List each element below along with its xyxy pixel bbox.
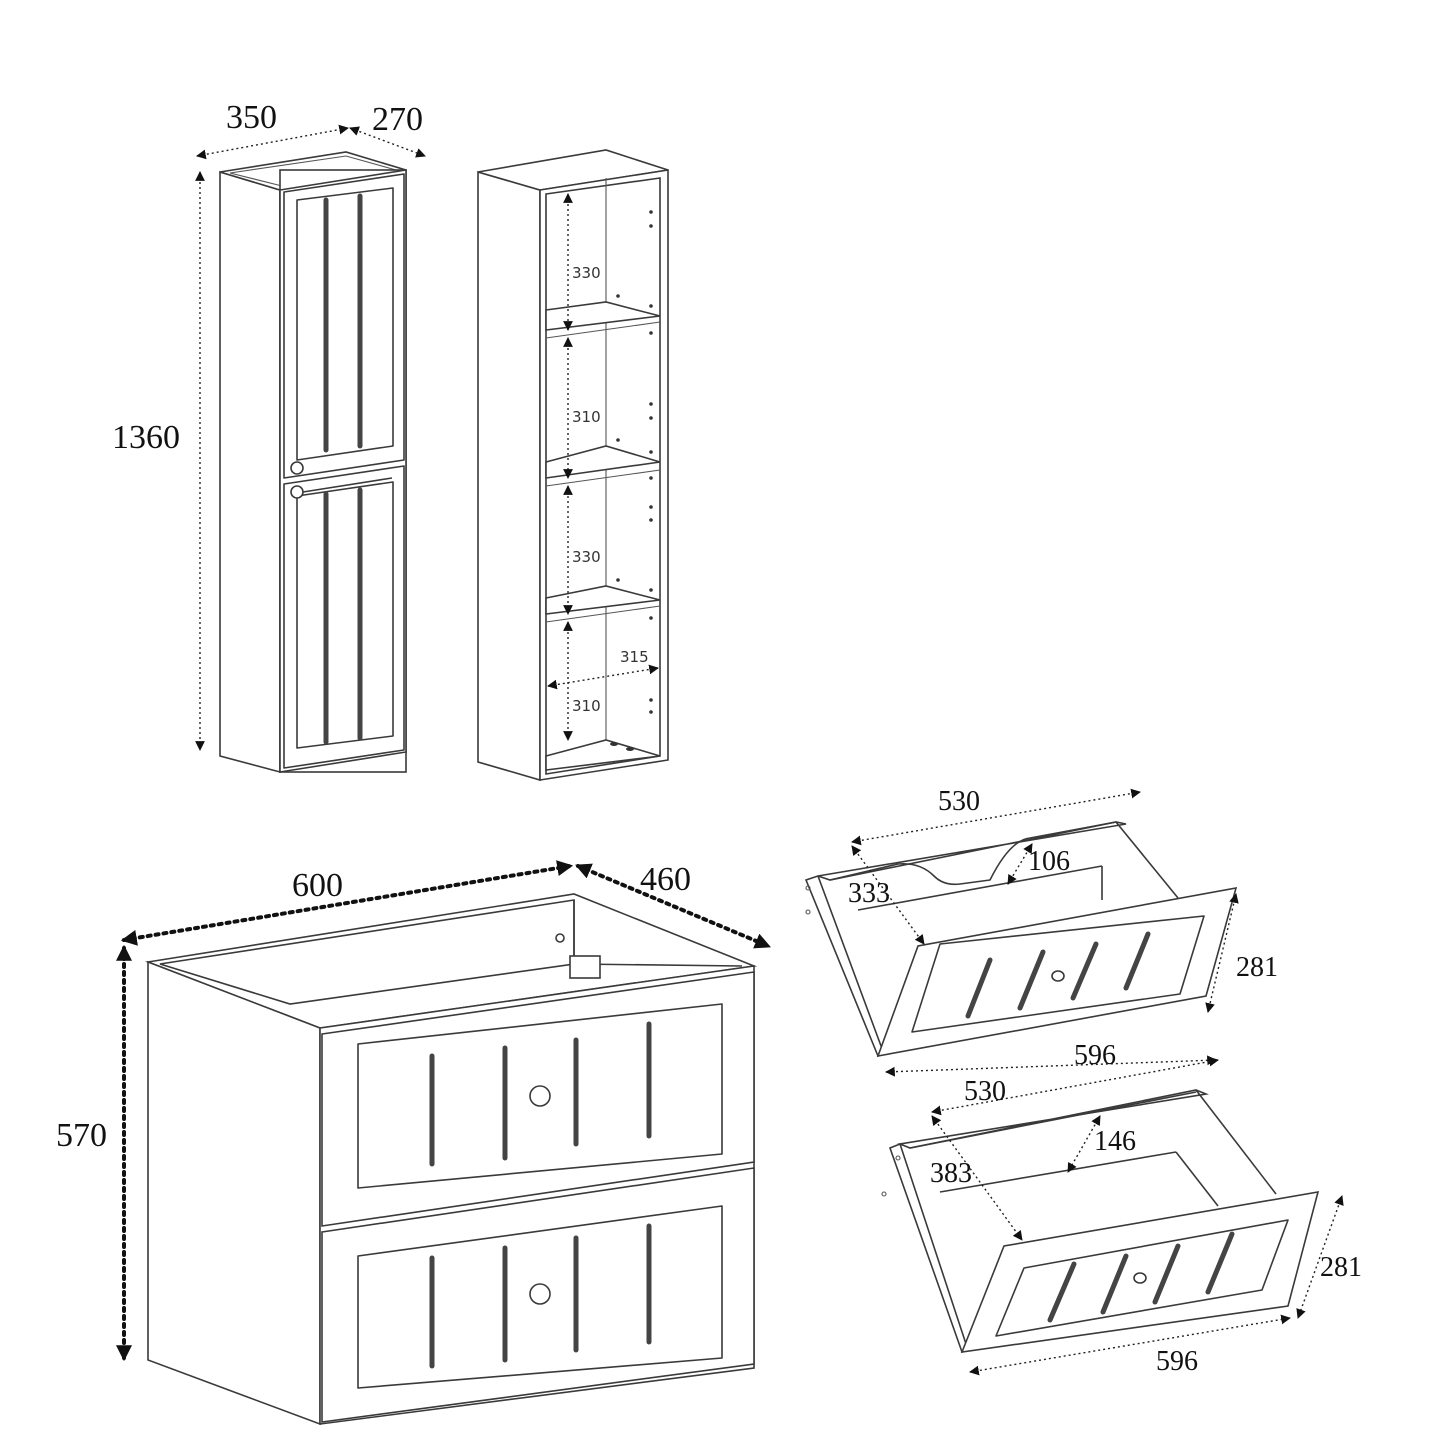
- bottom-drawer-dimensions: 530 383 146 281 596: [930, 1056, 1362, 1377]
- top-drawer: [804, 821, 1238, 1058]
- tall-cabinet-open: 330 310 330 310 315: [477, 149, 669, 782]
- shelf-2-height-label: 310: [572, 408, 601, 426]
- bottom-drawer-inner-width-label: 530: [964, 1076, 1006, 1107]
- inner-depth-label: 315: [620, 648, 649, 666]
- drawer-knob-icon: [1133, 1272, 1147, 1284]
- bottom-drawer-side-height-label: 146: [1094, 1126, 1136, 1157]
- tall-cabinet-closed: [219, 151, 407, 774]
- tall-cabinet-dimensions: 350 270 1360: [112, 99, 426, 751]
- top-drawer-inner-depth-label: 333: [848, 878, 890, 909]
- door-knob-icon: [290, 461, 304, 475]
- bottom-drawer-inner-depth-label: 383: [930, 1158, 972, 1189]
- shelf-3-height-label: 330: [572, 548, 601, 566]
- vanity-height-label: 570: [56, 1117, 107, 1154]
- top-drawer-cutout-label: 106: [1028, 846, 1070, 877]
- door-knob-icon: [290, 485, 304, 499]
- top-drawer-inner-width-label: 530: [938, 786, 980, 817]
- bottom-drawer-front-height-label: 281: [1320, 1252, 1362, 1283]
- bottom-drawer-front-width-label: 596: [1156, 1346, 1198, 1377]
- drawer-knob-icon: [529, 1085, 551, 1107]
- shelf-4-height-label: 310: [572, 697, 601, 715]
- drawer-knob-icon: [529, 1283, 551, 1305]
- vanity-unit: [144, 893, 758, 1426]
- vanity-dimensions: 600 460 570: [56, 860, 771, 1362]
- vanity-depth-label: 460: [640, 861, 691, 898]
- top-drawer-front-width-label: 596: [1074, 1040, 1116, 1071]
- tall-width-label: 350: [226, 99, 277, 136]
- tall-height-label: 1360: [112, 419, 180, 456]
- top-drawer-front-height-label: 281: [1236, 952, 1278, 983]
- tall-depth-label: 270: [372, 101, 423, 138]
- vanity-width-label: 600: [292, 867, 343, 904]
- drawer-knob-icon: [1051, 970, 1065, 982]
- shelf-1-height-label: 330: [572, 264, 601, 282]
